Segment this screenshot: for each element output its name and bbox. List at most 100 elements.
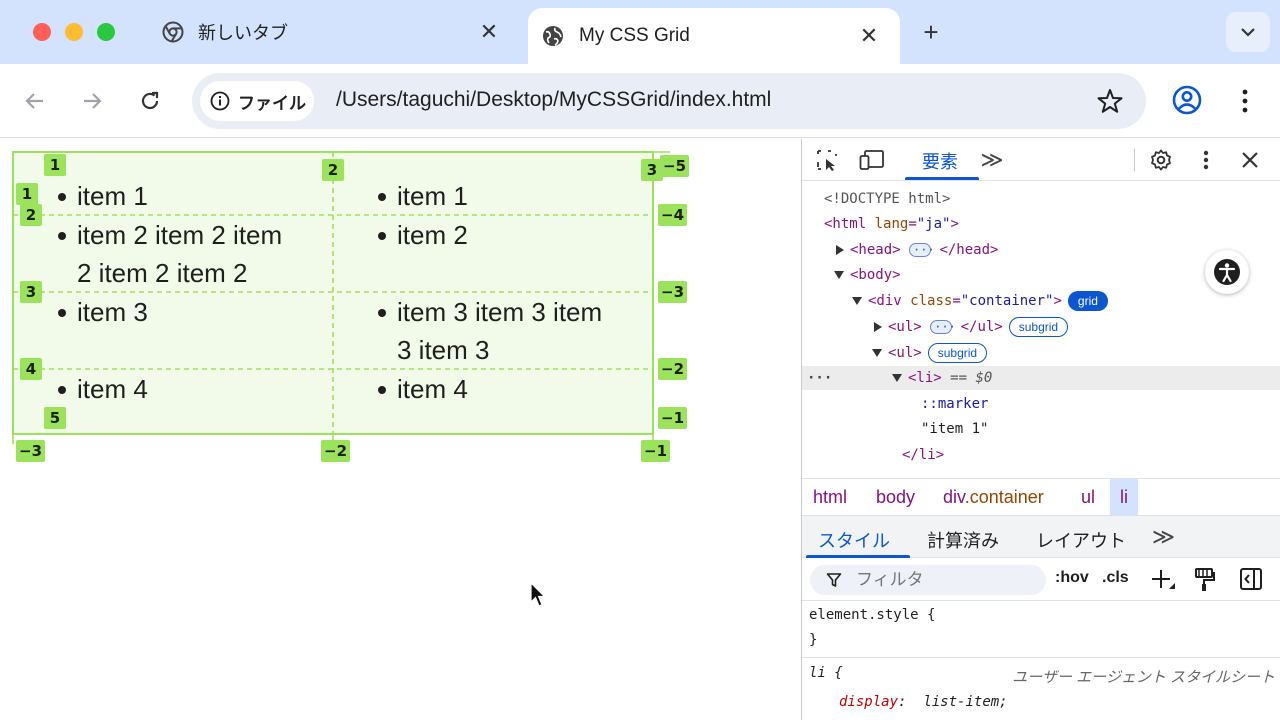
tab-elements[interactable]: 要素 <box>922 152 958 172</box>
collapse-arrow-icon[interactable] <box>872 349 882 357</box>
new-tab-button[interactable]: + <box>923 16 939 47</box>
breadcrumb-html[interactable]: html <box>813 487 848 507</box>
close-icon[interactable]: ✕ <box>859 23 879 48</box>
tab-my-css-grid[interactable]: My CSS Grid ✕ <box>528 8 900 64</box>
li-selector[interactable]: li { <box>809 665 843 681</box>
styles-filter-bar: :hov .cls <box>802 559 1280 601</box>
reload-button[interactable] <box>133 84 167 118</box>
list-bullet <box>378 309 386 317</box>
accessibility-icon <box>1214 259 1240 285</box>
forward-button[interactable] <box>75 84 109 118</box>
dom-node-ul[interactable]: <ul>subgrid <box>872 341 988 365</box>
dom-node-div-container[interactable]: <div class="container">grid <box>852 289 1108 313</box>
row-dots[interactable]: ··· <box>807 370 833 386</box>
dom-node-marker[interactable]: ::marker <box>921 396 989 412</box>
grid-col-line-badge: −5 <box>660 155 690 177</box>
url-text[interactable]: /Users/taguchi/Desktop/MyCSSGrid/index.h… <box>336 88 772 111</box>
styles-filter-input[interactable] <box>856 570 1036 590</box>
arrow-right-icon <box>84 93 102 109</box>
dom-node-head[interactable]: <head> </head> <box>836 238 998 262</box>
grid-col-line-badge: −3 <box>16 440 46 462</box>
grid-row-line-badge: 4 <box>20 358 42 380</box>
paint-roller-icon[interactable] <box>1194 567 1216 593</box>
dom-node-li-close[interactable]: </li> <box>902 447 945 463</box>
collapse-arrow-icon[interactable] <box>852 297 862 305</box>
element-style-rule[interactable]: element.style { <box>809 607 936 623</box>
breadcrumb-body[interactable]: body <box>876 487 916 507</box>
globe-icon <box>542 25 564 47</box>
profile-icon[interactable] <box>1170 83 1204 117</box>
grid-row-line-badge: 1 <box>16 183 38 205</box>
device-toolbar-icon[interactable] <box>859 147 885 173</box>
list-bullet <box>378 193 386 201</box>
breadcrumb-li[interactable]: li <box>1110 479 1138 515</box>
collapse-arrow-icon[interactable] <box>892 374 902 382</box>
grid-row-line-badge: 3 <box>20 281 42 303</box>
devtools-menu-icon[interactable] <box>1193 147 1219 173</box>
bookmark-star-icon[interactable] <box>1096 87 1124 115</box>
tab-styles[interactable]: スタイル <box>818 531 890 551</box>
devtools-panel: 要素 ≫ <!DOCTYPE html> <html lang="ja"> <h… <box>801 139 1280 720</box>
styles-filter-field[interactable] <box>810 565 1046 595</box>
window-minimize-button[interactable] <box>65 23 83 41</box>
grid-row-line-badge: 2 <box>20 204 42 226</box>
collapsed-ellipsis-icon[interactable] <box>909 238 935 262</box>
grid-badge[interactable]: grid <box>1067 291 1108 311</box>
dom-node-doctype[interactable]: <!DOCTYPE html> <box>824 191 951 207</box>
site-info-chip[interactable]: ファイル <box>200 81 314 121</box>
styles-subtabs: スタイル 計算済み レイアウト ≫ <box>802 516 1280 558</box>
dom-node-li-selected[interactable]: ··· <li> == $0 <box>802 366 1280 390</box>
grid-col-line-badge: −2 <box>321 440 351 462</box>
gear-icon[interactable] <box>1148 147 1174 173</box>
tab-search-button[interactable] <box>1226 12 1270 52</box>
grid-col-line-badge: 3 <box>641 159 663 181</box>
tab-new-tab[interactable]: 新しいタブ ✕ <box>140 0 520 64</box>
tab-layout[interactable]: レイアウト <box>1036 531 1126 551</box>
grid-row-line-badge: −2 <box>658 358 688 380</box>
accessibility-tree-button[interactable] <box>1205 250 1249 294</box>
list-item: item 4 <box>77 374 148 404</box>
tab-title: My CSS Grid <box>579 25 690 46</box>
toolbar-divider <box>1134 149 1135 171</box>
breadcrumb-div-container[interactable]: div.container <box>943 487 1044 507</box>
close-icon[interactable] <box>1237 147 1263 173</box>
devtools-toolbar: 要素 ≫ <box>802 139 1280 181</box>
list-bullet <box>58 193 66 201</box>
css-declaration[interactable]: display: list-item; <box>839 694 1008 710</box>
breadcrumb-ul[interactable]: ul <box>1081 487 1096 507</box>
back-button[interactable] <box>18 84 52 118</box>
collapse-arrow-icon[interactable] <box>834 271 844 279</box>
subgrid-badge[interactable]: subgrid <box>1008 317 1069 337</box>
close-icon[interactable]: ✕ <box>479 19 499 44</box>
grid-row-line-badge: −3 <box>658 281 688 303</box>
arrow-left-icon <box>25 93 43 109</box>
window-zoom-button[interactable] <box>97 23 115 41</box>
new-style-rule-icon[interactable] <box>1150 567 1176 593</box>
subgrid-badge[interactable]: subgrid <box>927 343 988 363</box>
expand-arrow-icon[interactable] <box>874 322 882 332</box>
collapsed-ellipsis-icon[interactable] <box>930 315 956 339</box>
list-item: item 2 <box>397 220 468 250</box>
grid-row-line-badge: 5 <box>44 407 66 429</box>
inspect-element-icon[interactable] <box>814 147 840 173</box>
dom-node-text[interactable]: "item 1" <box>921 421 989 437</box>
page-viewport: 1 2 3 −5 −3 −2 −1 1 2 3 4 5 −4 −3 −2 −1 … <box>0 139 800 720</box>
tab-computed[interactable]: 計算済み <box>927 531 999 551</box>
dom-node-html[interactable]: <html lang="ja"> <box>824 216 959 232</box>
toggle-sidebar-icon[interactable] <box>1239 567 1263 591</box>
expand-arrow-icon[interactable] <box>836 245 844 255</box>
dom-node-ul[interactable]: <ul> </ul>subgrid <box>874 315 1069 339</box>
browser-toolbar: ファイル /Users/taguchi/Desktop/MyCSSGrid/in… <box>0 64 1280 138</box>
classes-button[interactable]: .cls <box>1102 569 1129 586</box>
browser-menu-icon[interactable] <box>1230 83 1260 119</box>
more-tabs-icon[interactable]: ≫ <box>1152 524 1176 549</box>
address-bar[interactable]: ファイル /Users/taguchi/Desktop/MyCSSGrid/in… <box>192 73 1146 129</box>
window-close-button[interactable] <box>33 23 51 41</box>
more-tabs-icon[interactable]: ≫ <box>980 147 1004 172</box>
hover-state-button[interactable]: :hov <box>1055 569 1089 586</box>
list-bullet <box>58 232 66 240</box>
list-bullet <box>378 386 386 394</box>
grid-col-line-badge: −1 <box>641 440 671 462</box>
grid-overlay <box>12 151 670 444</box>
dom-node-body[interactable]: <body> <box>834 263 901 287</box>
